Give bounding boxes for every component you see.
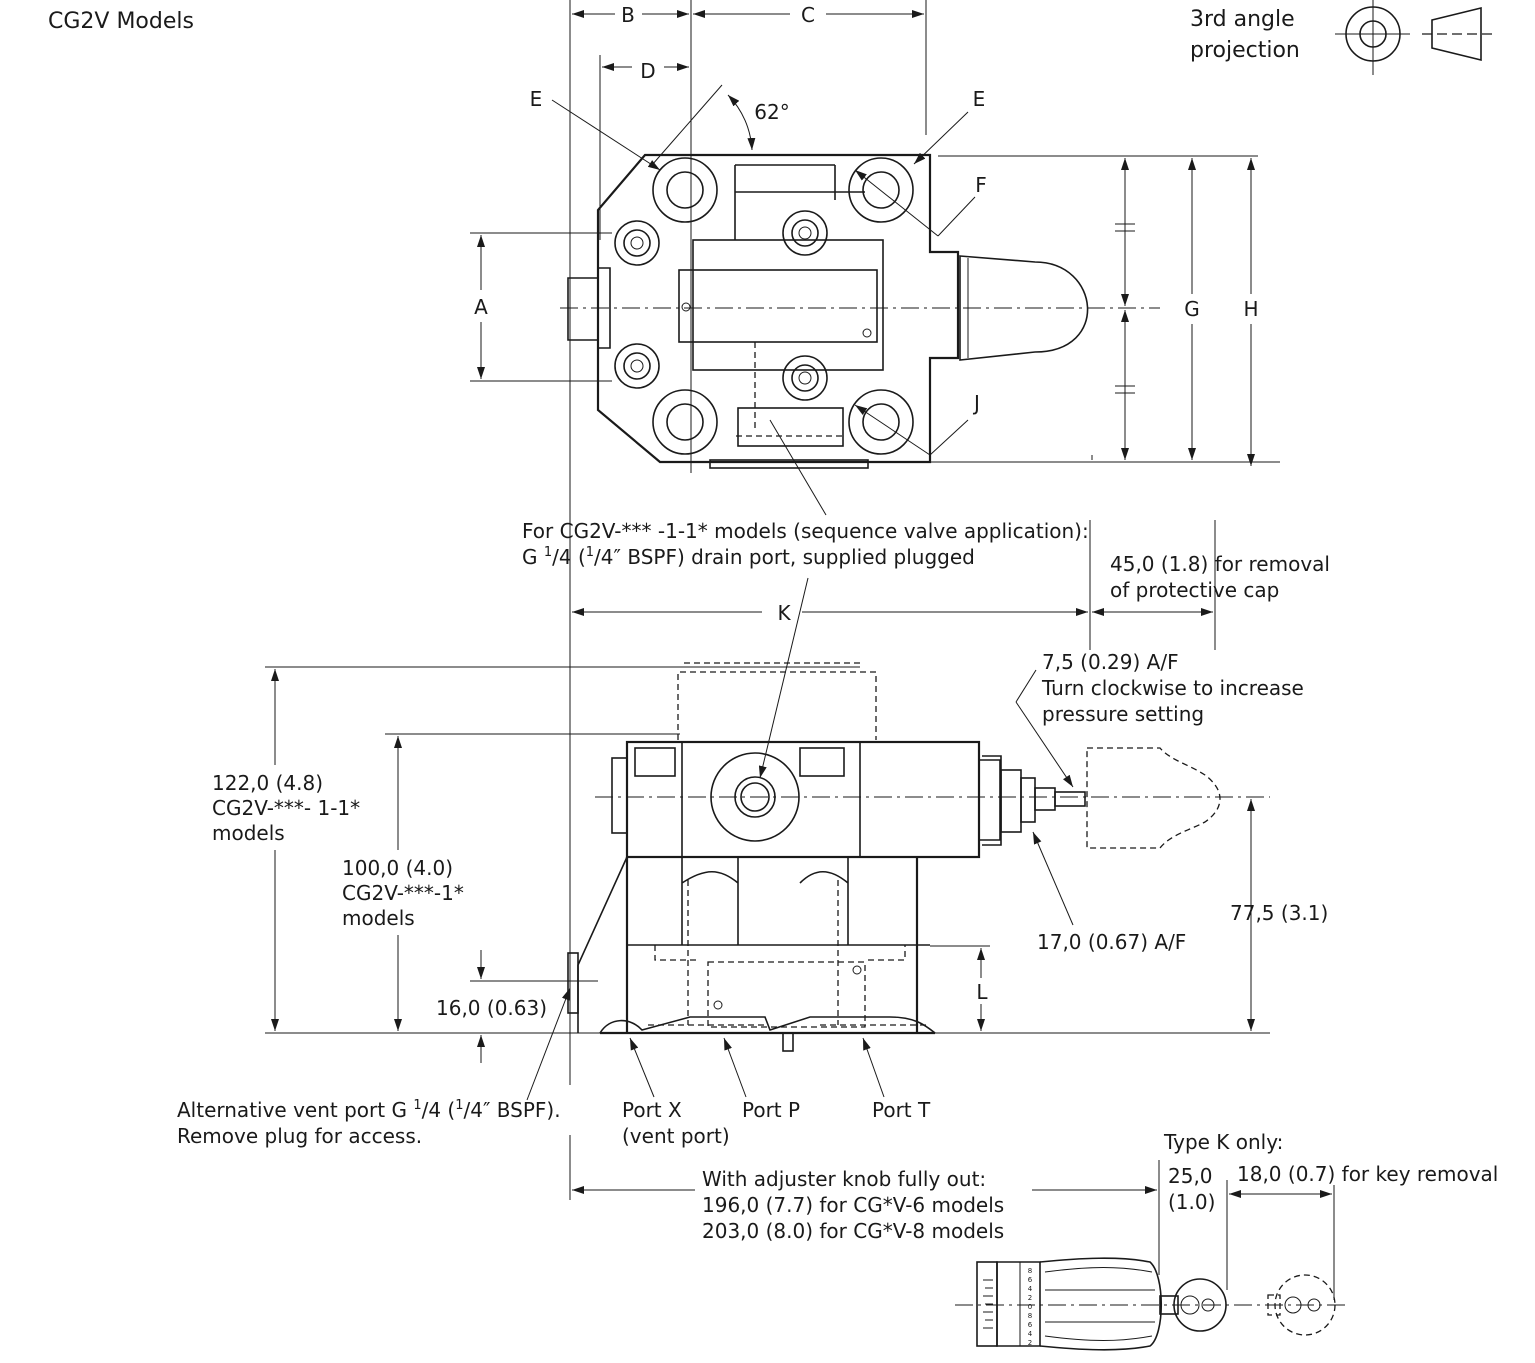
cap-removal-line2: of protective cap xyxy=(1110,578,1279,602)
cap-removal-line1: 45,0 (1.8) for removal xyxy=(1110,552,1330,576)
port-x-line2: (vent port) xyxy=(622,1124,730,1148)
port-p-label: Port P xyxy=(742,1098,800,1122)
k-dimension: K 45,0 (1.8) for removal of protective c… xyxy=(572,520,1330,650)
top-view: B C D E E F 62° xyxy=(470,0,1280,1085)
dim-b-label: B xyxy=(621,3,635,27)
height-100-line3: models xyxy=(342,906,415,930)
height-122-line2: CG2V-***- 1-1* xyxy=(212,796,360,820)
drain-port-note: For CG2V-*** -1-1* models (sequence valv… xyxy=(522,419,1089,779)
vent-note-line2: Remove plug for access. xyxy=(177,1124,422,1148)
dim-l-label: L xyxy=(976,980,988,1004)
dim-h-label: H xyxy=(1243,297,1258,321)
dial-mark: 0 xyxy=(1028,1303,1032,1311)
dim-775-label: 77,5 (3.1) xyxy=(1230,901,1328,925)
dial-mark: 6 xyxy=(1028,1321,1033,1329)
side-view: 122,0 (4.8) CG2V-***- 1-1* models 100,0 … xyxy=(177,650,1328,1148)
type-k-label: Type K only: xyxy=(1163,1130,1283,1154)
projection-symbol: 3rd angle projection xyxy=(1190,0,1492,75)
dial-mark: 6 xyxy=(1028,1276,1033,1284)
note-sequence-line2: G 1/4 (1/4″ BSPF) drain port, supplied p… xyxy=(522,545,975,569)
type-k-detail: Type K only: 25,0 (1.0) 18,0 (0.7) for k… xyxy=(955,1130,1498,1351)
dim-16-label: 16,0 (0.63) xyxy=(436,996,547,1020)
note-sequence-line1: For CG2V-*** -1-1* models (sequence valv… xyxy=(522,519,1089,543)
dim-g-label: G xyxy=(1184,297,1200,321)
dim-k-label: K xyxy=(777,601,791,625)
projection-label-1: 3rd angle xyxy=(1190,7,1295,32)
height-100-line2: CG2V-***-1* xyxy=(342,881,464,905)
af-large-label: 17,0 (0.67) A/F xyxy=(1037,930,1186,954)
dim-d-label: D xyxy=(640,59,655,83)
turn-note-line2: pressure setting xyxy=(1042,702,1204,726)
bolt-icon xyxy=(614,343,660,389)
knob-note-line1: With adjuster knob fully out: xyxy=(702,1167,986,1191)
knob-dimension: With adjuster knob fully out: 196,0 (7.7… xyxy=(569,1135,1157,1243)
dial-mark: 2 xyxy=(1028,1294,1032,1302)
dim-e-left-label: E xyxy=(530,87,543,111)
knob-note-line2: 196,0 (7.7) for CG*V-6 models xyxy=(702,1193,1004,1217)
height-100-line1: 100,0 (4.0) xyxy=(342,856,453,880)
angle-label: 62° xyxy=(754,100,789,124)
page-title: CG2V Models xyxy=(48,9,194,34)
dial-mark: 4 xyxy=(1028,1285,1033,1293)
dial-mark: 8 xyxy=(1028,1312,1032,1320)
port-x-line1: Port X xyxy=(622,1098,682,1122)
af-small-label: 7,5 (0.29) A/F xyxy=(1042,650,1179,674)
bolt-icon xyxy=(614,220,660,266)
dim-f-label: F xyxy=(975,173,987,197)
height-122-line3: models xyxy=(212,821,285,845)
dim-25-line1: 25,0 xyxy=(1168,1164,1213,1188)
key-removal-label: 18,0 (0.7) for key removal xyxy=(1237,1162,1498,1186)
vent-note-line1: Alternative vent port G 1/4 (1/4″ BSPF). xyxy=(177,1098,561,1122)
height-122-line1: 122,0 (4.8) xyxy=(212,771,323,795)
dim-a-label: A xyxy=(474,295,488,319)
turn-note-line1: Turn clockwise to increase xyxy=(1041,676,1304,700)
dim-e-right-label: E xyxy=(973,87,986,111)
dim-j-label: J xyxy=(972,391,980,415)
port-t-label: Port T xyxy=(872,1098,931,1122)
bolt-icon xyxy=(782,355,828,401)
dim-25-line2: (1.0) xyxy=(1168,1190,1215,1214)
dial-mark: 8 xyxy=(1028,1267,1032,1275)
projection-label-2: projection xyxy=(1190,38,1300,63)
dial-mark: 4 xyxy=(1028,1330,1033,1338)
bolt-icon xyxy=(782,210,828,256)
knob-note-line3: 203,0 (8.0) for CG*V-8 models xyxy=(702,1219,1004,1243)
dial-mark: 2 xyxy=(1028,1339,1032,1347)
dim-c-label: C xyxy=(801,3,815,27)
